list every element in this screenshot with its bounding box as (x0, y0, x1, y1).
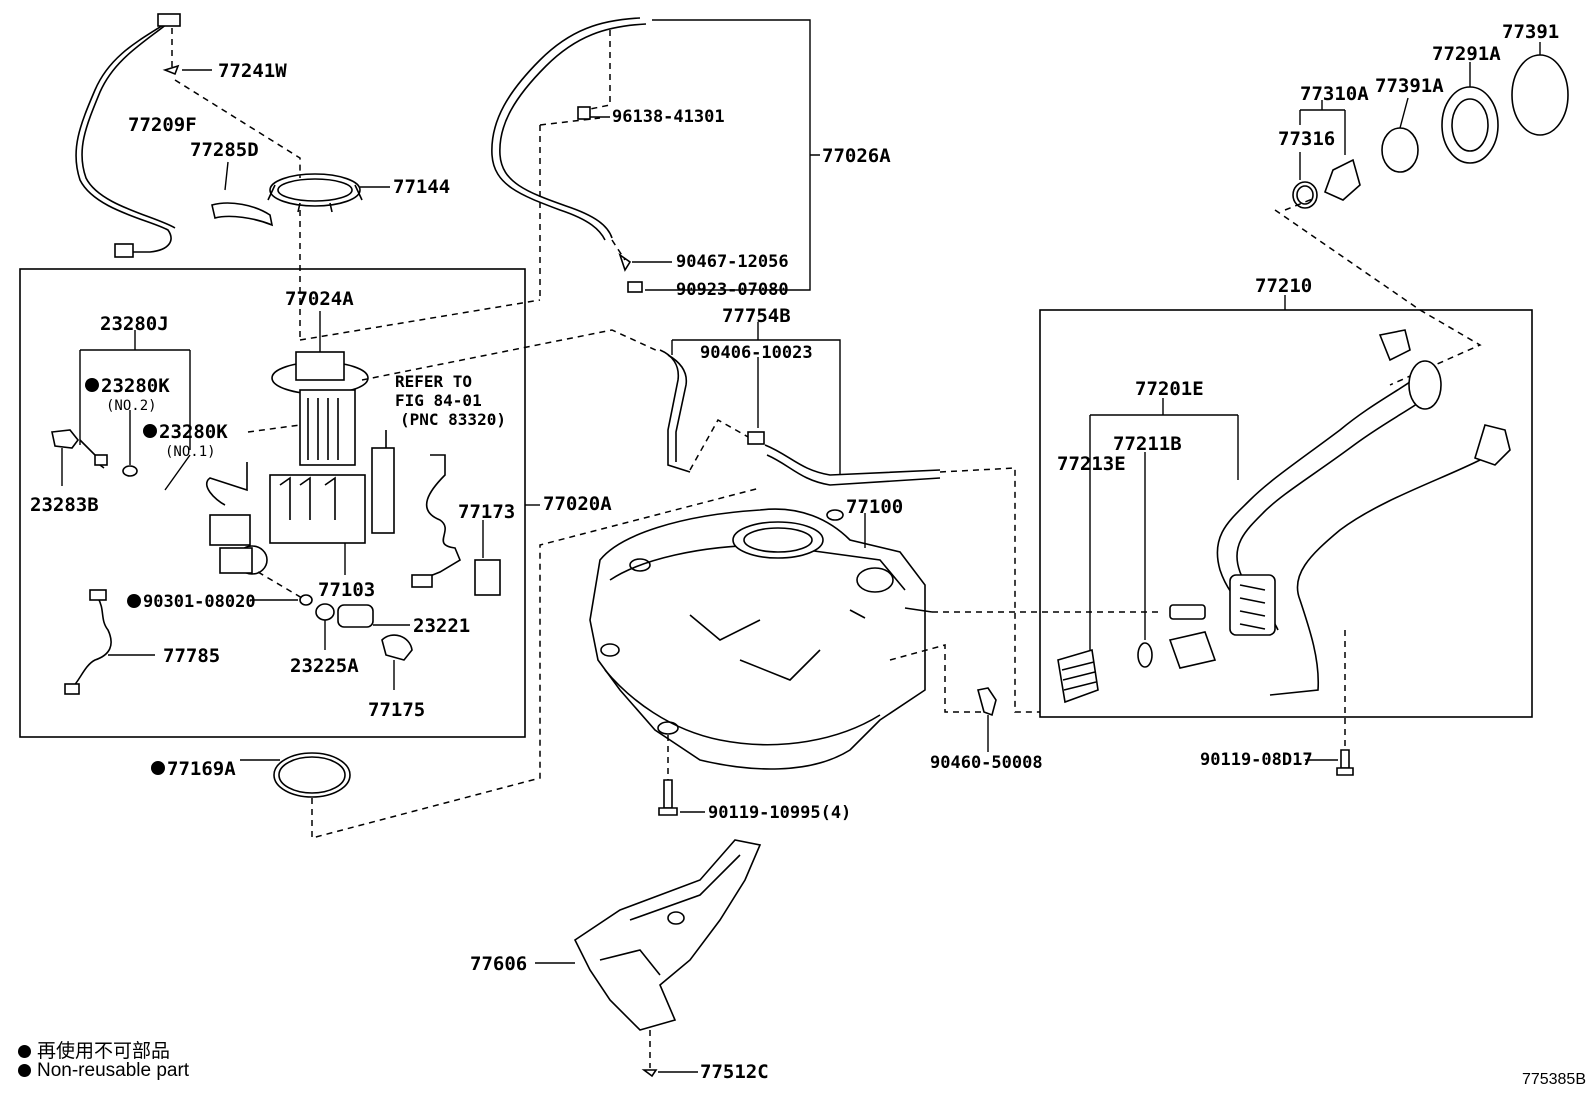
tube-77026a (491, 17, 641, 241)
clamp-ring (1137, 642, 1153, 668)
non-reusable-dot-icon (18, 1045, 31, 1059)
clamp-90460 (977, 687, 997, 717)
fuel-pump-assembly-box (19, 268, 526, 738)
clamp-77211b (1169, 604, 1206, 620)
wire-77785 (71, 597, 112, 689)
label-77285d: 77285D (190, 139, 259, 161)
legend-japanese: 再使用不可部品 (18, 1036, 170, 1063)
label-90119-08d17: 90119-08D17 (1200, 750, 1313, 770)
label-77020a: 77020A (543, 493, 612, 515)
sender-unit (371, 447, 395, 534)
label-refer-to: REFER TO (395, 372, 472, 391)
diagram-id: 775385B (1521, 1071, 1586, 1088)
sender-gauge-wire-77209f (75, 13, 181, 258)
label-23280k-no1: 23280K (159, 421, 228, 443)
label-77173: 77173 (458, 501, 515, 523)
label-90301-08020: 90301-08020 (143, 592, 256, 612)
label-23221: 23221 (413, 615, 470, 637)
label-77785: 77785 (163, 645, 220, 667)
label-77316: 77316 (1278, 128, 1335, 150)
non-reusable-dot (143, 424, 157, 438)
label-77291a: 77291A (1432, 43, 1501, 65)
legend-english: Non-reusable part (18, 1060, 189, 1082)
pressure-regulator-23221 (337, 604, 374, 628)
filler-pipe-box (1039, 309, 1533, 718)
label-77175: 77175 (368, 699, 425, 721)
gasket-77316 (1292, 181, 1318, 209)
clip-23283b (51, 429, 80, 449)
sender-gauge-77173 (419, 454, 462, 581)
label-no1: (NO.1) (165, 444, 216, 460)
hose-90923 (627, 281, 643, 293)
label-90406-10023: 90406-10023 (700, 343, 813, 363)
clip-96138 (577, 106, 591, 120)
pump-filter (209, 514, 251, 546)
label-90467-12056: 90467-12056 (676, 252, 789, 272)
oring-90301 (299, 594, 313, 606)
oring-23280k (122, 465, 138, 477)
label-77201e: 77201E (1135, 378, 1204, 400)
label-77026a: 77026A (822, 145, 891, 167)
label-90119-10995: 90119-10995(4) (708, 803, 851, 823)
connector-23280k-2 (94, 454, 108, 466)
clamp-90406 (747, 431, 765, 445)
label-77213e: 77213E (1057, 453, 1126, 475)
label-23225a: 23225A (290, 655, 359, 677)
label-77241w: 77241W (218, 60, 287, 82)
label-77209f: 77209F (128, 114, 197, 136)
seal-77391a (1381, 127, 1419, 173)
fuel-pump-module-77024a (269, 351, 369, 544)
label-77100: 77100 (846, 496, 903, 518)
label-77144: 77144 (393, 176, 450, 198)
label-23283b: 23283B (30, 494, 99, 516)
non-reusable-dot-icon (18, 1064, 31, 1078)
label-no2: (NO.2) (106, 398, 157, 414)
label-90460-50008: 90460-50008 (930, 753, 1043, 773)
clip-90467 (618, 252, 632, 272)
label-23280k-no2: 23280K (101, 375, 170, 397)
cover-77391 (1511, 54, 1569, 136)
label-77310a: 77310A (1300, 83, 1369, 105)
clip-77241w (162, 64, 180, 76)
label-96138-41301: 96138-41301 (612, 107, 725, 127)
label-77606: 77606 (470, 953, 527, 975)
label-77391a: 77391A (1375, 75, 1444, 97)
label-77169a: 77169A (167, 758, 236, 780)
gasket-77169a (273, 752, 351, 798)
non-reusable-dot (127, 594, 141, 608)
protector-77606 (573, 839, 762, 1031)
label-77211b: 77211B (1113, 433, 1182, 455)
legend-line1: 再使用不可部品 (37, 1041, 171, 1062)
filler-pipe-77210 (1216, 329, 1511, 696)
label-90923-07080: 90923-07080 (676, 280, 789, 300)
label-77754b: 77754B (722, 305, 791, 327)
label-77024a: 77024A (285, 288, 354, 310)
clip-77512c (641, 1069, 658, 1078)
bracket-77285d (211, 202, 274, 227)
retainer-ring-77144 (267, 173, 363, 213)
fuel-tank-77100 (589, 508, 933, 770)
label-23280j: 23280J (100, 313, 169, 335)
label-77512c: 77512C (700, 1061, 769, 1083)
label-77210: 77210 (1255, 275, 1312, 297)
legend-line2: Non-reusable part (37, 1060, 190, 1081)
bolt-90119-08d17 (1340, 749, 1350, 769)
label-77391: 77391 (1502, 21, 1559, 43)
hose-77754b (659, 349, 691, 473)
bolt-90119-10995 (663, 779, 673, 809)
non-reusable-dot (151, 761, 165, 775)
oring-23225a (315, 603, 335, 621)
label-refer-fig: FIG 84-01 (395, 391, 482, 410)
bracket-77175 (381, 634, 413, 661)
label-refer-pnc: (PNC 83320) (400, 410, 506, 429)
cap-77310a (1323, 158, 1361, 201)
label-77103: 77103 (318, 579, 375, 601)
non-reusable-dot (85, 378, 99, 392)
